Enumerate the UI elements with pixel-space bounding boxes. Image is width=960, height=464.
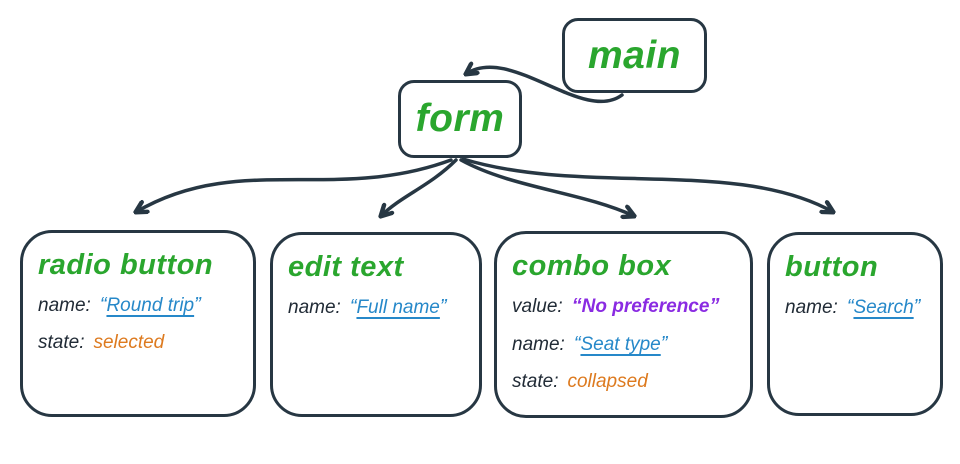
property-row-state: state: selected (38, 329, 238, 367)
edge-form-to-radio-button (136, 158, 453, 212)
property-key-name: name: (785, 297, 838, 318)
edge-form-to-edit-text (381, 158, 458, 216)
property-row-value: value: “No preference” (512, 292, 735, 330)
edge-main-to-form (466, 67, 624, 104)
node-button-title: button (785, 251, 879, 283)
property-key-state: state: (512, 371, 559, 392)
node-button: button name: “Search” (767, 232, 943, 416)
property-row-name: name: “Search” (785, 293, 925, 331)
edge-form-to-combo-box (459, 158, 634, 216)
close-quote: ” (660, 333, 668, 355)
property-key-value: value: (512, 296, 563, 317)
open-quote: “ (571, 295, 582, 317)
close-quote: ” (439, 296, 447, 318)
node-form-title: form (415, 97, 505, 140)
property-row-name: name: “Seat type” (512, 330, 735, 368)
node-main-title: main (587, 33, 682, 77)
node-radio-button: radio button name: “Round trip” state: sel… (20, 230, 256, 417)
open-quote: “ (846, 296, 854, 318)
value-value-text: No preference (581, 296, 710, 317)
property-row-state: state: collapsed (512, 368, 735, 406)
open-quote: “ (573, 333, 581, 355)
node-form: form (398, 80, 522, 158)
node-edit-text-title: edit text (288, 251, 404, 283)
name-value-text: Round trip (106, 295, 195, 316)
open-quote: “ (99, 294, 107, 316)
property-value-name: “Seat type” (573, 333, 668, 355)
name-value-text: Full name (356, 297, 440, 318)
property-row-name: name: “Full name” (288, 293, 464, 331)
property-key-state: state: (38, 332, 85, 353)
property-key-name: name: (288, 297, 341, 318)
property-value-name: “Round trip” (99, 294, 201, 316)
node-combo-box: combo box value:“No preference” name:“Se… (494, 231, 753, 418)
name-value-text: Seat type (580, 334, 661, 355)
property-value-name: “Search” (846, 296, 921, 318)
property-key-name: name: (512, 334, 565, 355)
property-value-state: collapsed (567, 371, 648, 392)
close-quote: ” (913, 296, 921, 318)
property-key-name: name: (38, 295, 91, 316)
node-main: main (562, 18, 707, 93)
close-quote: ” (709, 295, 720, 317)
property-value-state: selected (93, 332, 165, 353)
property-value-value: “No preference” (571, 295, 720, 317)
property-value-name: “Full name” (349, 296, 447, 318)
edge-form-to-button (461, 157, 833, 212)
node-combo-box-title: combo box (512, 250, 672, 282)
node-edit-text: edit text name: “Full name” (270, 232, 482, 417)
node-radio-button-title: radio button (38, 249, 214, 281)
close-quote: ” (194, 294, 201, 316)
open-quote: “ (349, 296, 357, 318)
property-row-name: name: “Round trip” (38, 291, 238, 329)
name-value-text: Search (853, 297, 914, 318)
